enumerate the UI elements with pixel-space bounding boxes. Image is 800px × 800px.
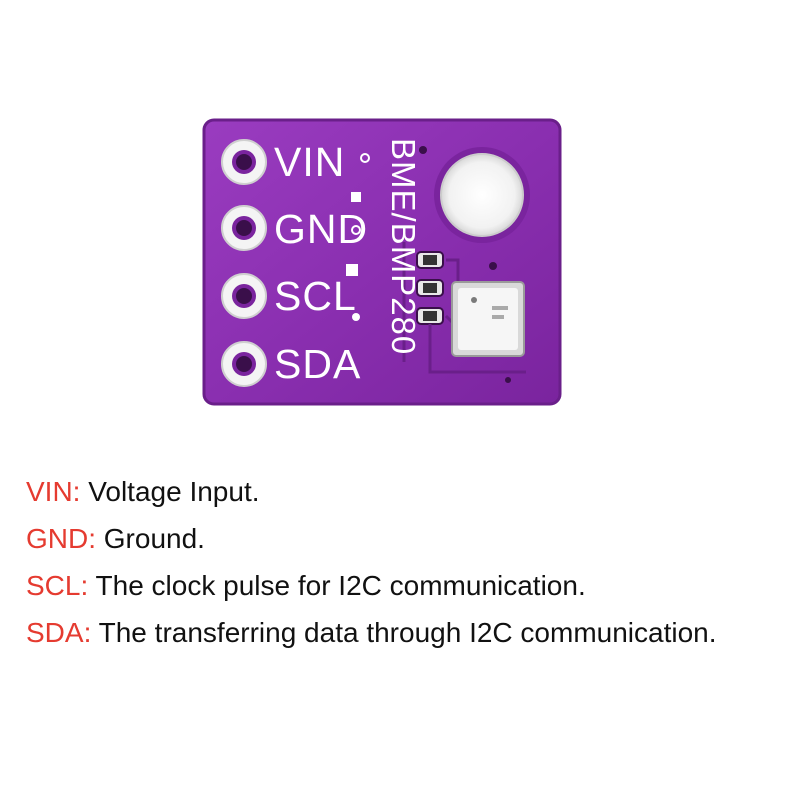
- sensor-board-photo: VIN GND SCL SDA BME/BMP280: [196, 112, 568, 412]
- legend-description: Ground.: [96, 523, 205, 554]
- pin-label-vin: VIN: [274, 139, 346, 185]
- resistors: [416, 251, 444, 325]
- legend-pin: SCL:: [26, 570, 89, 601]
- legend-description: The clock pulse for I2C communication.: [88, 570, 586, 601]
- legend-description: Voltage Input.: [80, 476, 260, 507]
- legend-pin: VIN:: [26, 476, 81, 507]
- legend-item-gnd: GND: Ground.: [26, 525, 786, 553]
- legend-pin: GND:: [26, 523, 96, 554]
- sensor-chip: [451, 281, 525, 357]
- pin-label-gnd: GND: [274, 206, 369, 252]
- legend-description: The transferring data through I2C commun…: [91, 617, 717, 648]
- chip-label: BME/BMP280: [385, 138, 422, 356]
- pcb-board: [202, 118, 562, 406]
- pin-label-scl: SCL: [274, 273, 357, 319]
- legend-item-sda: SDA: The transferring data through I2C c…: [26, 619, 786, 647]
- legend-pin: SDA:: [26, 617, 92, 648]
- legend-item-vin: VIN: Voltage Input.: [26, 478, 786, 506]
- pin-pads: [221, 139, 267, 387]
- pin-label-sda: SDA: [274, 341, 362, 387]
- mounting-hole: [440, 153, 524, 237]
- legend-item-scl: SCL: The clock pulse for I2C communicati…: [26, 572, 786, 600]
- pin-legend: VIN: Voltage Input. GND: Ground. SCL: Th…: [26, 478, 786, 666]
